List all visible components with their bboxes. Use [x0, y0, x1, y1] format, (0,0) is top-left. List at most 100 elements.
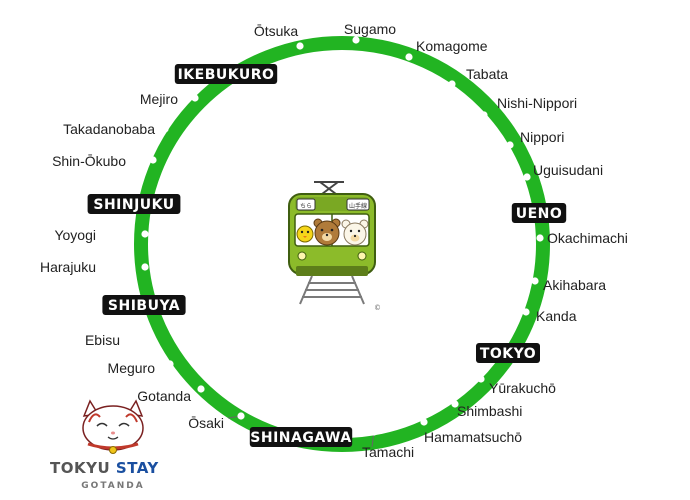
- station-marker: [370, 428, 378, 436]
- tokyu-stay-logo: TOKYU STAY GOTANDA: [50, 399, 159, 491]
- rails-icon: [299, 275, 365, 305]
- station-gotanda: Gotanda: [137, 385, 205, 404]
- station-marker: [506, 141, 514, 149]
- station-ueno: UENO: [511, 203, 567, 223]
- train-sign-right: 山手線: [349, 202, 367, 210]
- station-saki: Ōsaki: [188, 412, 245, 431]
- major-station-badge: [476, 343, 540, 363]
- station-tamachi: Tamachi: [362, 428, 414, 460]
- station-kanda: Kanda: [522, 308, 577, 324]
- station-hamamatsuch: Hamamatsuchō: [420, 418, 522, 445]
- station-label: Mejiro: [140, 91, 178, 107]
- station-label: Ōtsuka: [254, 23, 299, 39]
- station-label: Harajuku: [40, 259, 96, 275]
- copyright-mark: ©: [374, 304, 381, 312]
- white-bear-character-icon: [341, 219, 369, 246]
- station-label: Shin-Ōkubo: [52, 153, 126, 169]
- station-marker: [197, 385, 205, 393]
- station-label: Hamamatsuchō: [424, 429, 522, 445]
- train-sign-left: ちら: [300, 203, 312, 210]
- major-station-badge: [249, 427, 353, 447]
- station-label: Nishi-Nippori: [497, 95, 577, 111]
- station-marker: [149, 156, 157, 164]
- station-marker: [166, 360, 174, 368]
- station-marker: [352, 36, 360, 44]
- station-tsuka: Ōtsuka: [254, 23, 304, 50]
- station-label: Komagome: [416, 38, 488, 54]
- station-label: Meguro: [108, 360, 156, 376]
- station-label: Gotanda: [137, 388, 191, 404]
- station-marker: [420, 418, 428, 426]
- station-marker: [523, 173, 531, 181]
- major-station-badge: [511, 203, 567, 223]
- station-label: Yoyogi: [54, 227, 96, 243]
- station-marker: [141, 263, 149, 271]
- station-komagome: Komagome: [405, 38, 488, 61]
- station-label: Kanda: [536, 308, 577, 324]
- station-marker: [146, 333, 154, 341]
- station-shinagawa: SHINAGAWA: [249, 427, 353, 447]
- station-shin-kubo: Shin-Ōkubo: [52, 153, 157, 169]
- station-uguisudani: Uguisudani: [523, 162, 603, 181]
- station-marker: [161, 125, 169, 133]
- station-label: SHIBUYA: [108, 298, 180, 314]
- pantograph-icon: [314, 181, 344, 195]
- station-marker: [296, 42, 304, 50]
- station-meguro: Meguro: [108, 360, 174, 376]
- station-nishi-nippori: Nishi-Nippori: [480, 95, 577, 119]
- station-label: SHINJUKU: [93, 197, 174, 213]
- station-label: Tamachi: [362, 444, 414, 460]
- station-marker: [531, 277, 539, 285]
- station-label: Nippori: [520, 129, 564, 145]
- station-shinjuku: SHINJUKU: [87, 194, 181, 214]
- station-shibuya: SHIBUYA: [102, 295, 186, 315]
- major-station-badge: [87, 194, 181, 214]
- brown-bear-character-icon: [313, 218, 341, 246]
- station-nippori: Nippori: [506, 129, 564, 149]
- station-label: Shimbashi: [457, 403, 522, 419]
- chick-character-icon: [296, 225, 314, 243]
- stations-layer: Ōtsuka SugamoKomagomeTabataNishi-NipporiN…: [40, 21, 628, 460]
- station-marker: [237, 412, 245, 420]
- station-label: Akihabara: [543, 277, 606, 293]
- station-label: SHINAGAWA: [250, 430, 351, 446]
- station-label: TOKYO: [480, 346, 536, 362]
- station-y-rakuch: Yūrakuchō: [477, 375, 556, 396]
- station-label: Tabata: [466, 66, 508, 82]
- station-label: Sugamo: [344, 21, 396, 37]
- station-tabata: Tabata: [448, 66, 508, 88]
- station-marker: [448, 80, 456, 88]
- station-label: UENO: [516, 206, 563, 222]
- station-mejiro: Mejiro: [140, 91, 199, 107]
- station-label: Uguisudani: [533, 162, 603, 178]
- station-harajuku: Harajuku: [40, 259, 149, 275]
- station-marker: [522, 308, 530, 316]
- station-marker: [536, 234, 544, 242]
- brand-tokyu: TOKYU: [50, 459, 110, 477]
- station-marker: [451, 400, 459, 408]
- train-illustration: ちら 山手線: [288, 181, 381, 312]
- station-label: Takadanobaba: [63, 121, 155, 137]
- station-ebisu: Ebisu: [85, 332, 154, 348]
- station-shimbashi: Shimbashi: [451, 400, 522, 419]
- station-tokyo: TOKYO: [476, 343, 540, 363]
- station-label: Yūrakuchō: [489, 380, 556, 396]
- station-marker: [477, 375, 485, 383]
- station-okachimachi: Okachimachi: [536, 230, 628, 246]
- station-label: IKEBUKURO: [178, 67, 275, 83]
- station-sugamo: Sugamo: [344, 21, 396, 44]
- station-label: Ōsaki: [188, 415, 224, 431]
- maneki-neko-icon: [82, 399, 144, 454]
- station-label: Okachimachi: [547, 230, 628, 246]
- brand-location: GOTANDA: [81, 481, 144, 491]
- station-ikebukuro: IKEBUKURO: [174, 64, 278, 84]
- brand-name: TOKYU STAY: [50, 459, 159, 477]
- brand-stay: STAY: [116, 459, 160, 477]
- station-marker: [191, 94, 199, 102]
- station-label: Ebisu: [85, 332, 120, 348]
- station-marker: [480, 111, 488, 119]
- major-station-badge: [174, 64, 278, 84]
- major-station-badge: [102, 295, 186, 315]
- station-marker: [405, 53, 413, 61]
